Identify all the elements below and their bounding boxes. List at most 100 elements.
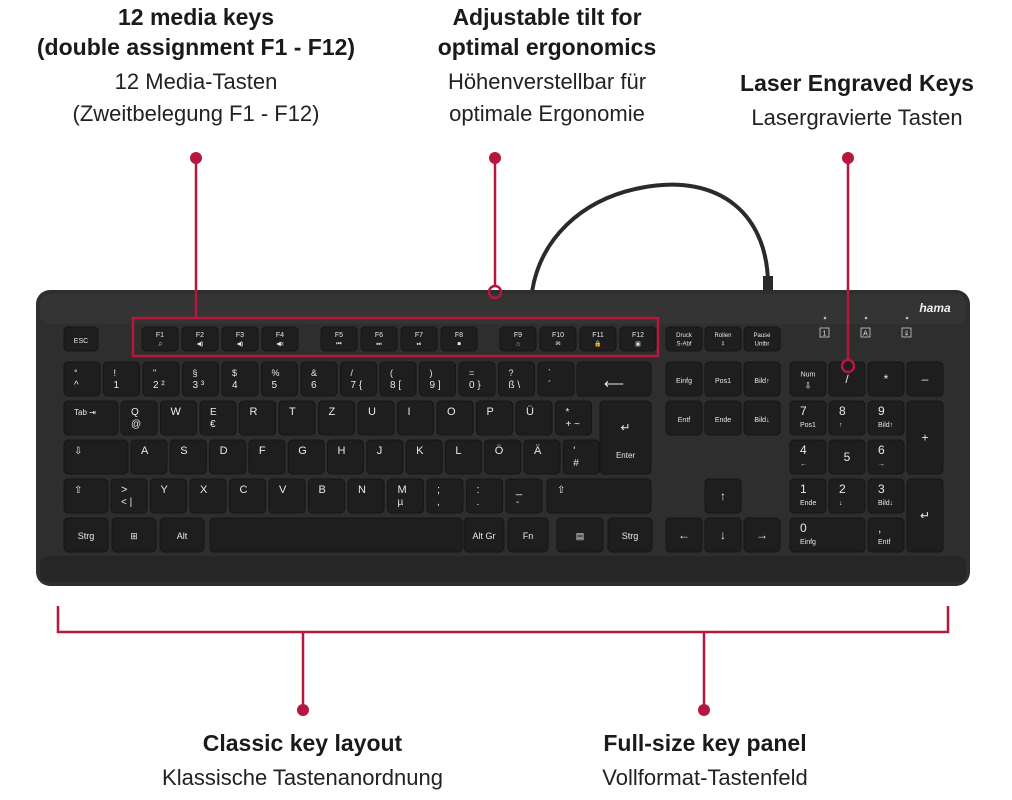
key-label: Ü (526, 406, 534, 418)
key-label: F5 (335, 332, 343, 339)
key-sublabel: 0 } (469, 380, 481, 391)
callout-title: Classic key layout (202, 730, 403, 756)
key: P (476, 400, 513, 436)
key: F10✉ (539, 326, 577, 352)
key: G (287, 439, 325, 475)
key-cap (141, 326, 179, 352)
key-label: V (279, 484, 287, 496)
key-label: 2 (839, 482, 846, 496)
key-cap (704, 478, 742, 514)
key: (8 [ (379, 361, 417, 397)
key-label: ⊞ (130, 531, 138, 541)
key-cap (142, 361, 180, 397)
key-cap (366, 439, 404, 475)
key-cap (576, 361, 652, 397)
key-label: F1 (156, 332, 164, 339)
key: _- (505, 478, 543, 514)
key: Num⇩ (789, 361, 827, 397)
key-label: U (368, 406, 376, 418)
key-sublabel: ⇩ (720, 341, 725, 348)
key-cap (440, 326, 478, 352)
key-label: Alt Gr (472, 531, 495, 541)
key-sublabel: ⏮ (336, 342, 342, 348)
key-cap (507, 517, 549, 553)
key-sublabel: # (573, 458, 579, 469)
key: ⊞ (111, 517, 157, 553)
key: Strg (63, 517, 109, 553)
callout-title: Adjustable tilt for optimal ergonomics (437, 4, 657, 60)
key-label: % (272, 368, 280, 378)
key-cap (906, 361, 944, 397)
key-cap (789, 478, 827, 514)
key-sublabel: S-Abf (676, 342, 691, 348)
key: Entf (665, 400, 703, 436)
key-cap (261, 361, 298, 397)
key-cap (189, 478, 227, 514)
key-sublabel: ⟵ (604, 376, 624, 392)
key: Mµ (387, 478, 424, 514)
key-cap (704, 400, 742, 436)
key-cap (466, 478, 503, 514)
key-sublabel: ♫ (158, 342, 163, 348)
key-cap (63, 326, 99, 352)
key: F5 ⏮ (320, 326, 358, 352)
key-label: = (469, 368, 474, 378)
key: ▤ (556, 517, 604, 553)
key-label: 3 (878, 482, 885, 496)
key-label: Strg (78, 531, 95, 541)
key-cap (63, 400, 119, 436)
key: ,Entf (867, 517, 905, 553)
key-label: / (845, 372, 849, 386)
key-label: Tab ⇥ (74, 408, 96, 417)
key-sublabel: ⌂ (516, 342, 520, 348)
key-label: $ (232, 368, 237, 378)
key-cap (665, 361, 703, 397)
key-cap (867, 400, 905, 436)
key: F3◀) (221, 326, 259, 352)
key: ;, (426, 478, 464, 514)
key-sublabel: ◀x (276, 342, 284, 348)
key: ↓ (704, 517, 742, 553)
key-sublabel: Ende (800, 500, 816, 507)
key: F2◀) (181, 326, 219, 352)
key-cap (360, 326, 398, 352)
key-sublabel: Untbr (755, 342, 770, 348)
key-cap (221, 326, 259, 352)
key-cap (110, 478, 148, 514)
key-cap (387, 478, 424, 514)
key-cap (789, 517, 866, 553)
key: Rollen⇩ (704, 326, 742, 352)
key-sublabel: 8 [ (390, 380, 401, 391)
key-cap (229, 478, 266, 514)
callout-title: Full-size key panel (603, 730, 807, 756)
key-label: > (121, 484, 127, 496)
key-cap (607, 517, 653, 553)
key: Pos1 (704, 361, 742, 397)
key-sublabel: Bild↑ (878, 422, 893, 429)
indicator-icon (819, 327, 830, 338)
key: ⇧ (546, 478, 652, 514)
key-sublabel: 9 ] (430, 380, 441, 391)
key-label: § (193, 368, 198, 378)
key-sublabel: € (210, 419, 216, 430)
key: °^ (63, 361, 101, 397)
key-cap (221, 361, 259, 397)
key-cap (828, 361, 866, 397)
key-sublabel: ↑ (839, 422, 843, 429)
key-label: P (487, 406, 494, 418)
key-cap (300, 361, 338, 397)
key-label: 8 (839, 404, 846, 418)
key-label: ↵ (620, 421, 630, 435)
key: T (278, 400, 316, 436)
key-label: Entf (678, 417, 691, 424)
layout-bracket (56, 606, 950, 634)
key-sublabel: 1 (114, 380, 120, 391)
key: F8■ (440, 326, 478, 352)
key: Alt Gr (463, 517, 505, 553)
callout-adjustable-tilt: Adjustable tilt for optimal ergonomics H… (392, 2, 702, 130)
key-cap (268, 478, 306, 514)
led-dot (905, 316, 909, 320)
